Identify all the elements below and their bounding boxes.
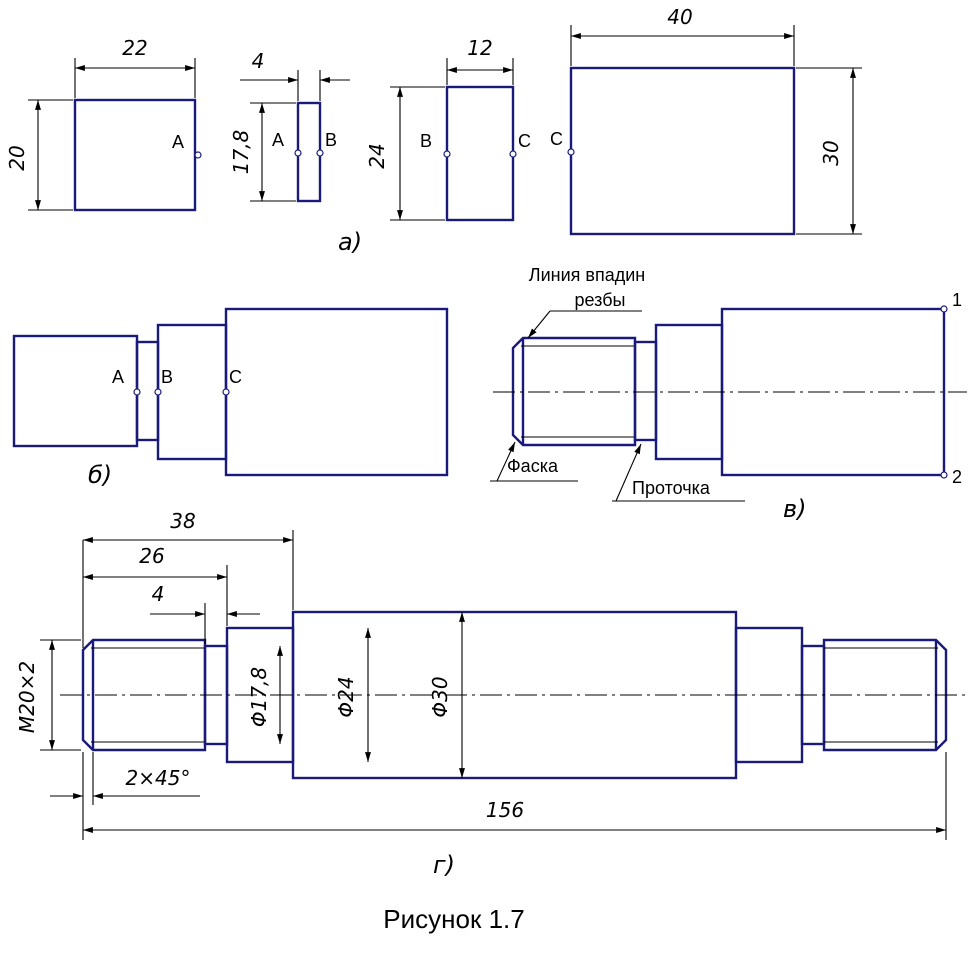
view-b-label: б) [88,461,112,489]
dim-30-a: 30 [819,140,843,165]
view-v: 1 2 Линия впадин резбы Фаска Проточка в) [490,265,967,523]
dim-4-a: 4 [252,49,265,73]
point-c-label-2: C [550,129,563,149]
shaft-step-3 [156,323,228,461]
view-a: 22 20 A 4 17,8 A B 12 24 B C 40 30 [5,5,862,256]
shaft-step-4 [224,307,449,477]
groove [633,340,658,442]
view-g: 38 26 4 M20×2 Φ17,8 Φ24 Φ30 2×45° 156 г) [15,509,968,879]
dim-12: 12 [467,36,492,60]
part-block-12x24 [445,85,515,222]
dim-38: 38 [170,509,195,533]
dia-17-8: Φ17,8 [247,667,271,727]
dim-24-a: 24 [365,143,389,168]
shaft-step-1 [12,334,139,448]
dim-22: 22 [122,36,147,60]
point-2-label: 2 [952,467,962,487]
part-block-22x20 [73,98,197,212]
part-block-40x30 [569,66,796,236]
view-b: A B C б) [12,307,449,489]
thread-size: M20×2 [15,661,39,733]
point-c-label-b: C [229,367,242,387]
dim-20: 20 [5,145,29,170]
dia-30: Φ30 [428,676,452,717]
note-thread-root-line1: Линия впадин [529,265,645,285]
note-thread-root-line2: резбы [575,290,626,310]
point-a-label: A [172,132,184,152]
dia-24: Φ24 [334,676,358,717]
point-a-label-b: A [112,367,124,387]
dim-156: 156 [486,798,524,822]
chamfer-label: Фаска [507,456,559,476]
point-b-label-2: B [420,131,432,151]
point-a-label-2: A [272,130,284,150]
point-b-label-b: B [161,367,173,387]
point-c-label: C [518,131,531,151]
view-a-label: а) [338,228,362,256]
point-b-label: B [325,130,337,150]
dim-26: 26 [139,544,164,568]
dim-40: 40 [667,5,692,29]
dim-4-g: 4 [152,582,165,606]
point-1-label: 1 [952,290,962,310]
figure-caption: Рисунок 1.7 [383,904,524,934]
chamfer-size: 2×45° [126,766,191,790]
dim-17-8: 17,8 [229,130,253,175]
view-v-label: в) [783,495,807,523]
view-g-label: г) [433,851,455,879]
groove-label: Проточка [632,478,711,498]
